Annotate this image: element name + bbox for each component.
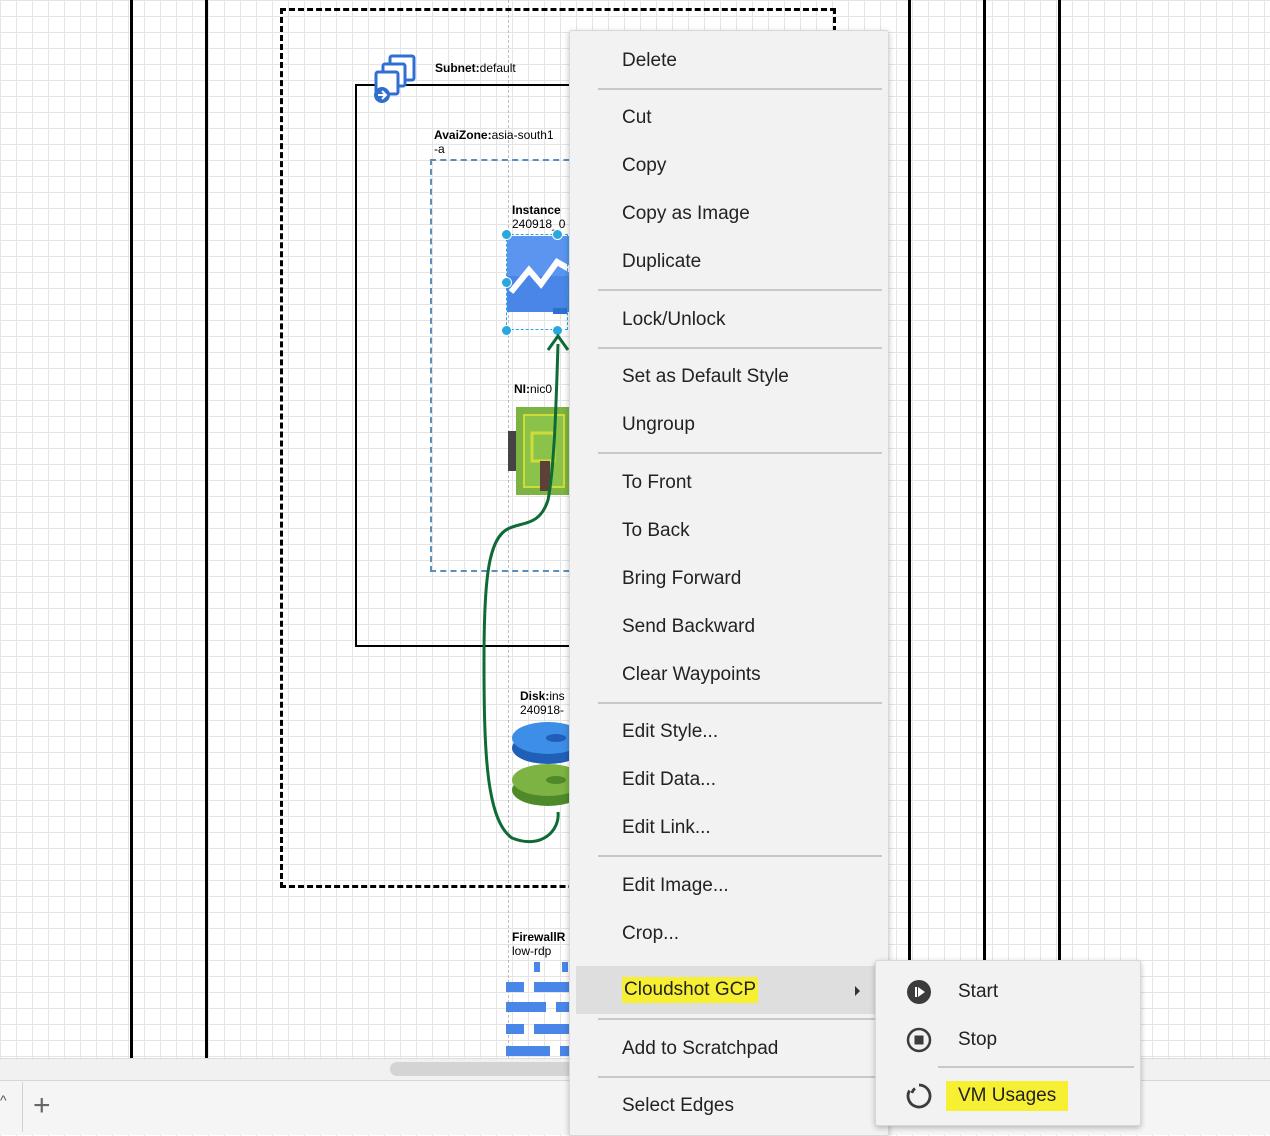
context-menu: Delete Cut Copy Copy as Image Duplicate … [569, 30, 889, 1136]
lane-line [130, 0, 133, 1058]
selection-outline [506, 234, 568, 330]
menu-separator [598, 88, 882, 90]
menu-separator [598, 1018, 882, 1020]
selection-handle[interactable] [501, 229, 512, 240]
menu-separator [598, 702, 882, 704]
menu-item-to-front[interactable]: To Front [622, 472, 692, 493]
menu-separator [598, 1076, 882, 1078]
menu-item-edit-image[interactable]: Edit Image... [622, 875, 729, 896]
selection-handle[interactable] [501, 277, 512, 288]
menu-item-cut[interactable]: Cut [622, 107, 652, 128]
horizontal-scrollbar-thumb[interactable] [390, 1062, 580, 1076]
submenu-item-stop[interactable]: Stop [876, 1019, 1140, 1061]
menu-item-clear-waypoints[interactable]: Clear Waypoints [622, 664, 761, 685]
lane-line [983, 0, 986, 1058]
subnet-label: Subnet:default [435, 61, 516, 75]
instance-icon[interactable] [505, 234, 573, 320]
menu-separator [598, 855, 882, 857]
firewall-icon[interactable] [506, 962, 572, 1058]
menu-item-edit-link[interactable]: Edit Link... [622, 817, 711, 838]
menu-item-set-default-style[interactable]: Set as Default Style [622, 366, 789, 387]
collapse-button[interactable]: ^ [0, 1092, 7, 1108]
play-circle-icon [907, 980, 931, 1004]
lane-line [908, 0, 911, 1058]
menu-item-copy-as-image[interactable]: Copy as Image [622, 203, 750, 224]
selection-handle[interactable] [552, 229, 563, 240]
nic-icon[interactable] [506, 405, 572, 497]
menu-item-delete[interactable]: Delete [622, 50, 677, 71]
submenu-item-vm-usages[interactable]: VM Usages [876, 1075, 1140, 1117]
menu-item-bring-forward[interactable]: Bring Forward [622, 568, 742, 589]
menu-item-edit-data[interactable]: Edit Data... [622, 769, 716, 790]
menu-separator [598, 289, 882, 291]
loading-circle-icon [906, 1083, 932, 1109]
menu-item-ungroup[interactable]: Ungroup [622, 414, 695, 435]
menu-item-send-backward[interactable]: Send Backward [622, 616, 756, 637]
menu-item-crop[interactable]: Crop... [622, 923, 680, 944]
lane-line [205, 0, 208, 1058]
menu-item-duplicate[interactable]: Duplicate [622, 251, 702, 272]
menu-item-add-to-scratchpad[interactable]: Add to Scratchpad [622, 1038, 779, 1059]
disk-icon[interactable] [512, 720, 584, 812]
submenu-item-start[interactable]: Start [876, 971, 1140, 1013]
menu-item-to-back[interactable]: To Back [622, 520, 690, 541]
menu-separator [598, 452, 882, 454]
submenu-arrow-icon [855, 986, 860, 996]
menu-item-lock-unlock[interactable]: Lock/Unlock [622, 309, 726, 330]
menu-separator [938, 1066, 1134, 1068]
menu-item-cloudshot-gcp[interactable]: Cloudshot GCP [576, 966, 876, 1014]
stop-circle-icon [906, 1027, 932, 1053]
menu-separator [598, 347, 882, 349]
subnet-icon[interactable] [372, 54, 418, 104]
availability-zone-label: AvaiZone:asia-south1-a [434, 128, 554, 156]
tab-separator [22, 1082, 23, 1132]
add-page-button[interactable]: + [33, 1089, 51, 1122]
nic-label: NI:nic0 [514, 382, 553, 396]
lane-line [1058, 0, 1061, 1058]
menu-item-copy[interactable]: Copy [622, 155, 667, 176]
connection-edge[interactable] [470, 330, 580, 850]
selection-handle[interactable] [501, 325, 512, 336]
cloudshot-submenu: Start Stop VM Usages [875, 960, 1141, 1126]
menu-item-select-edges[interactable]: Select Edges [622, 1095, 734, 1116]
menu-item-edit-style[interactable]: Edit Style... [622, 721, 719, 742]
